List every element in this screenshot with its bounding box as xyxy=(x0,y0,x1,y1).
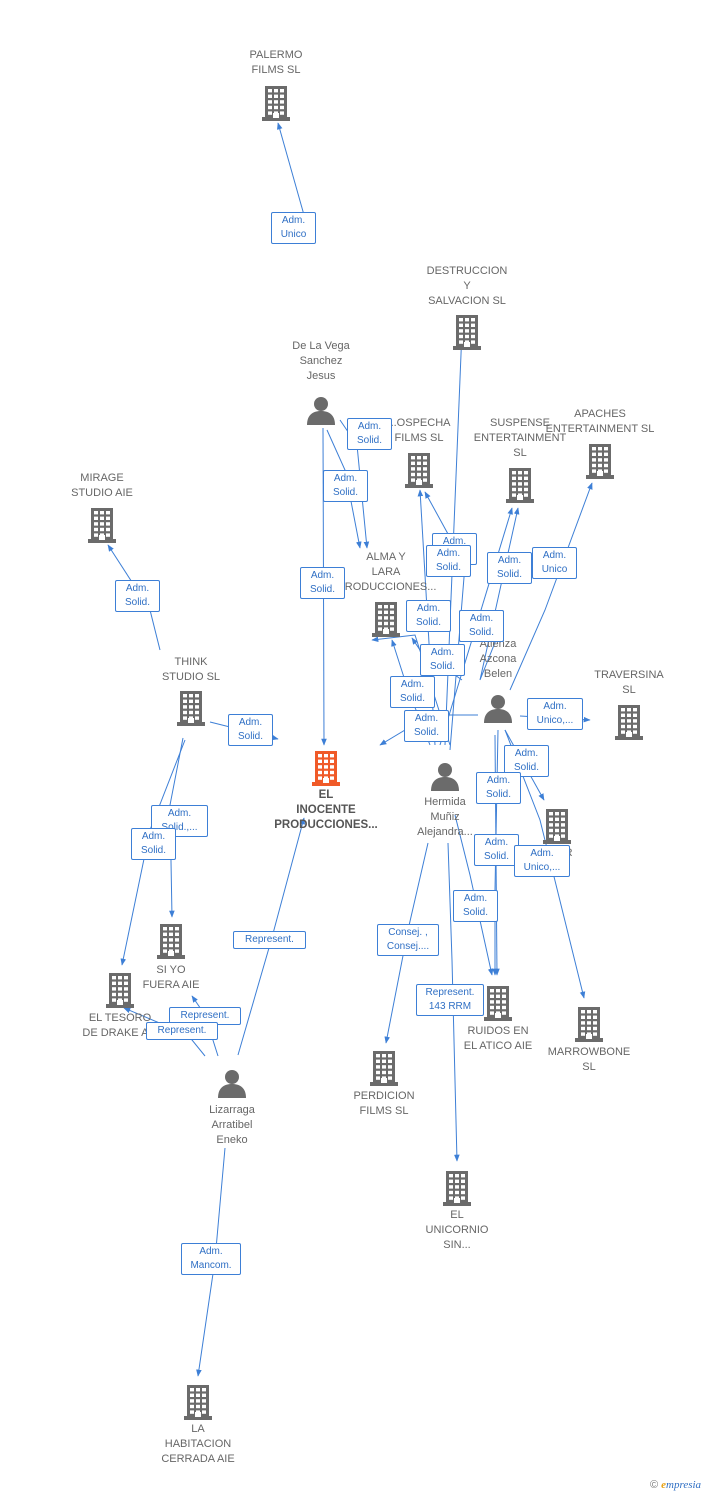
relationship-label[interactable]: Adm. Mancom. xyxy=(181,1243,241,1275)
empresia-brand[interactable]: ©empresia xyxy=(650,1479,701,1491)
node-label: Lizarraga Arratibel Eneko xyxy=(209,1104,255,1146)
edge-line xyxy=(447,842,460,1162)
node-label: RUIDOS EN EL ATICO AIE xyxy=(463,1025,533,1052)
node-label: PERDICION FILMS SL xyxy=(353,1090,415,1117)
company-building-icon[interactable] xyxy=(157,923,185,964)
relationship-label[interactable]: Adm. Unico xyxy=(532,547,577,579)
relationship-label[interactable]: Adm. Solid. xyxy=(404,710,449,742)
edge-line xyxy=(371,634,451,746)
company-building-icon[interactable] xyxy=(543,808,571,849)
company-building-icon[interactable] xyxy=(106,972,134,1013)
node-label: SI YO FUERA AIE xyxy=(142,964,200,991)
company-building-icon[interactable] xyxy=(370,1050,398,1091)
node-label: THINK STUDIO SL xyxy=(161,656,221,683)
node-label: PALERMO FILMS SL xyxy=(249,49,303,76)
relationship-label[interactable]: Represent. xyxy=(146,1022,218,1040)
company-building-icon[interactable] xyxy=(88,507,116,548)
relationship-label[interactable]: Adm. Solid. xyxy=(487,552,532,584)
company-building-icon[interactable] xyxy=(372,601,400,642)
person-icon[interactable] xyxy=(430,761,460,796)
node-label: MARROWBONE SL xyxy=(547,1046,631,1073)
relationship-label[interactable]: Adm. Solid. xyxy=(504,745,549,777)
relationship-label[interactable]: Adm. Solid. xyxy=(459,610,504,642)
relationship-label[interactable]: Adm. Solid. xyxy=(453,890,498,922)
company-building-icon[interactable] xyxy=(262,85,290,126)
company-building-icon[interactable] xyxy=(586,443,614,484)
node-label: Hermida Muñiz Alejandra... xyxy=(417,796,473,838)
edge-line xyxy=(509,482,593,691)
person-icon[interactable] xyxy=(306,395,336,430)
relationship-label[interactable]: Adm. Solid. xyxy=(474,834,519,866)
focus-company-icon[interactable] xyxy=(312,750,340,791)
edge-line xyxy=(454,814,494,976)
relationship-label[interactable]: Adm. Solid. xyxy=(228,714,273,746)
company-building-icon[interactable] xyxy=(405,452,433,493)
company-building-icon[interactable] xyxy=(184,1384,212,1425)
company-building-icon[interactable] xyxy=(506,467,534,508)
brand-first-letter: e xyxy=(661,1479,666,1491)
node-label: MIRAGE STUDIO AIE xyxy=(71,472,133,499)
company-building-icon[interactable] xyxy=(453,314,481,355)
node-label: EL TESORO DE DRAKE A... xyxy=(82,1012,157,1039)
company-building-icon[interactable] xyxy=(177,690,205,731)
relationship-label[interactable]: Adm. Solid. xyxy=(476,772,521,804)
relationship-label[interactable]: Consej. , Consej.... xyxy=(377,924,439,956)
relationship-label[interactable]: Adm. Solid. xyxy=(323,470,368,502)
copyright-symbol: © xyxy=(650,1479,659,1491)
relationship-label[interactable]: Adm. Unico,... xyxy=(514,845,570,877)
node-label: De La Vega Sanchez Jesus xyxy=(292,340,350,382)
node-label: SUSPENSE ENTERTAINMENT SL xyxy=(473,417,567,459)
node-label: EL INOCENTE PRODUCCIONES... xyxy=(274,789,378,831)
relationship-label[interactable]: Represent. 143 RRM xyxy=(416,984,484,1016)
relationship-label[interactable]: Adm. Solid. xyxy=(420,644,465,676)
node-label: TRAVERSINA SL xyxy=(594,669,664,696)
relationship-label[interactable]: Adm. Solid. xyxy=(347,418,392,450)
person-icon[interactable] xyxy=(483,693,513,728)
relationship-label[interactable]: Adm. Solid. xyxy=(115,580,160,612)
company-building-icon[interactable] xyxy=(575,1006,603,1047)
relationship-label[interactable]: Adm. Unico xyxy=(271,212,316,244)
node-label: EL UNICORNIO SIN... xyxy=(425,1209,489,1251)
company-building-icon[interactable] xyxy=(484,985,512,1026)
company-building-icon[interactable] xyxy=(615,704,643,745)
node-label: APACHES ENTERTAINMENT SL xyxy=(545,408,655,435)
person-icon[interactable] xyxy=(217,1068,247,1103)
relationship-label[interactable]: Adm. Solid. xyxy=(426,545,471,577)
node-label: ...OSPECHA FILMS SL xyxy=(387,417,451,444)
relationship-label[interactable]: Adm. Unico,... xyxy=(527,698,583,730)
brand-name: mpresia xyxy=(666,1479,702,1491)
relationship-label[interactable]: Adm. Solid. xyxy=(406,600,451,632)
node-label: LA HABITACION CERRADA AIE xyxy=(161,1423,235,1465)
relationship-label[interactable]: Represent. xyxy=(233,931,306,949)
company-building-icon[interactable] xyxy=(443,1170,471,1211)
node-label: ALMA Y LARA ...RODUCCIONES... xyxy=(335,551,437,593)
relationship-label[interactable]: Adm. Solid. xyxy=(390,676,435,708)
relationship-label[interactable]: Adm. Solid. xyxy=(131,828,176,860)
relationship-label[interactable]: Adm. Solid. xyxy=(300,567,345,599)
node-label: DESTRUCCION Y SALVACION SL xyxy=(426,265,508,307)
edge-line xyxy=(277,122,305,216)
